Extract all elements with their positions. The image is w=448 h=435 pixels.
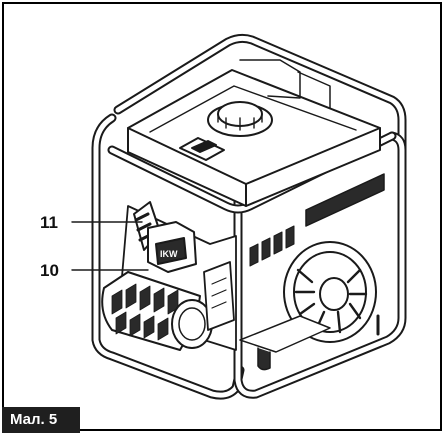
air-filter bbox=[203, 261, 235, 331]
fuel-tank bbox=[127, 69, 381, 207]
svg-text:IKW: IKW bbox=[160, 249, 178, 259]
figure-caption: Мал. 5 bbox=[2, 407, 80, 433]
base-plate bbox=[239, 315, 331, 353]
figure-frame bbox=[2, 2, 442, 431]
callout-label-10: 10 bbox=[40, 261, 59, 280]
callout-label-11: 11 bbox=[40, 213, 58, 232]
